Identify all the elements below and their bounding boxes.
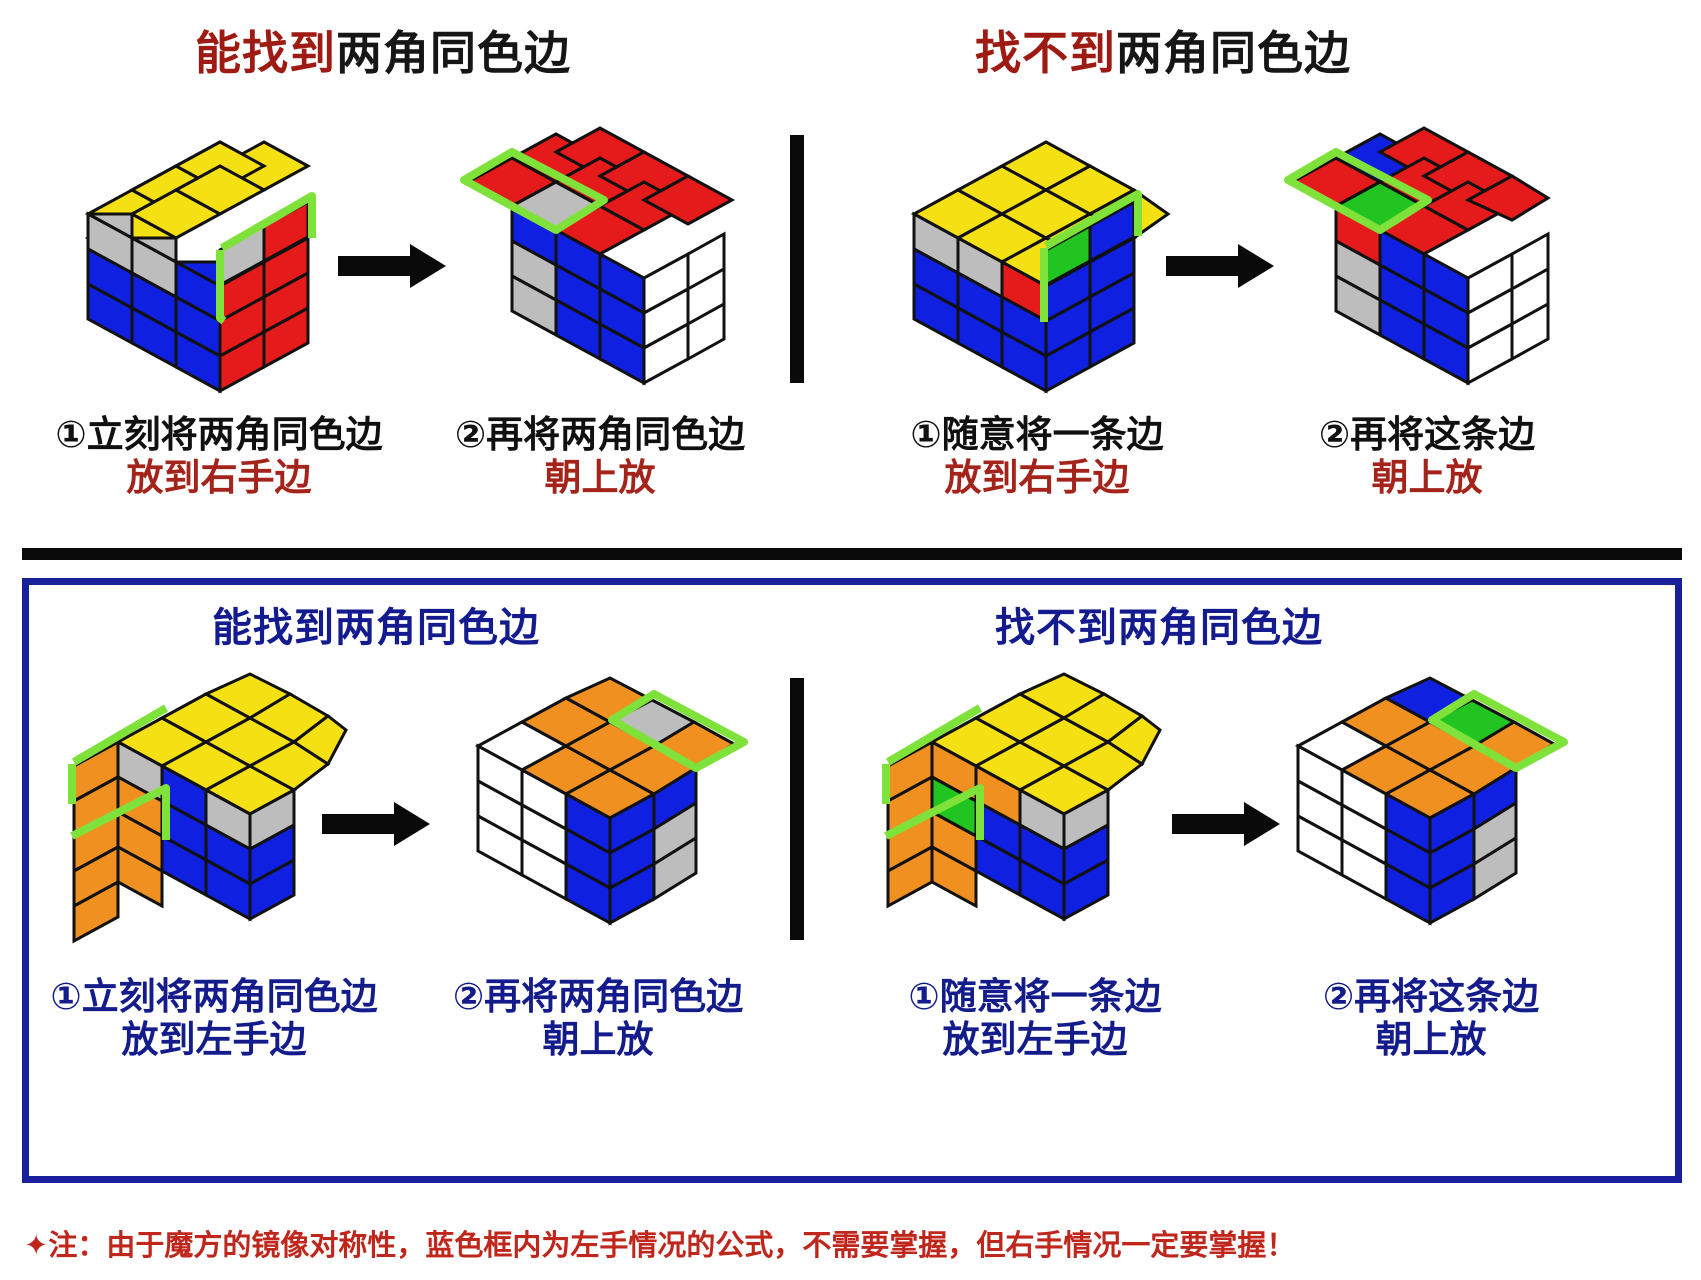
caption-top-2-line1: ②再将两角同色边 — [454, 413, 746, 456]
caption-top-3: ①随意将一条边 放到右手边 — [862, 413, 1212, 500]
top-right-heading-rest: 两角同色边 — [1116, 26, 1351, 80]
section-divider — [22, 548, 1682, 560]
left-hand-box — [22, 578, 1682, 1183]
top-left-heading-rest: 两角同色边 — [336, 26, 571, 80]
caption-bottom-4-line2: 朝上放 — [1375, 1017, 1487, 1061]
top-right-heading-highlight: 找不到 — [975, 26, 1116, 80]
top-left-heading: 能找到两角同色边 — [195, 30, 571, 76]
caption-bottom-3-line2: 放到左手边 — [942, 1017, 1128, 1061]
bottom-center-divider — [790, 678, 804, 940]
caption-bottom-1-line1: ①立刻将两角同色边 — [50, 975, 378, 1018]
cube-r2c4 — [1282, 676, 1572, 961]
bottom-right-heading: 找不到两角同色边 — [995, 605, 1323, 651]
top-center-divider — [790, 135, 804, 383]
caption-bottom-1-line2: 放到左手边 — [121, 1017, 307, 1061]
caption-bottom-4: ②再将这条边 朝上放 — [1266, 975, 1596, 1062]
footer-note: ✦注：由于魔方的镜像对称性，蓝色框内为左手情况的公式，不需要掌握，但右手情况一定… — [24, 1222, 1295, 1264]
footer-note-text: 注：由于魔方的镜像对称性，蓝色框内为左手情况的公式，不需要掌握，但右手情况一定要… — [48, 1228, 1296, 1262]
arrow-top-left — [338, 242, 448, 290]
caption-top-1-line2: 放到右手边 — [126, 455, 312, 499]
arrow-bottom-left — [322, 800, 432, 848]
caption-top-3-line2: 放到右手边 — [944, 455, 1130, 499]
note-bullet-icon: ✦ — [24, 1228, 49, 1262]
cube-r1c3 — [898, 128, 1171, 396]
caption-bottom-1: ①立刻将两角同色边 放到左手边 — [14, 975, 414, 1062]
top-right-heading: 找不到两角同色边 — [975, 30, 1351, 76]
bottom-left-heading: 能找到两角同色边 — [212, 605, 540, 651]
top-left-heading-highlight: 能找到 — [195, 26, 336, 80]
caption-top-1: ①立刻将两角同色边 放到右手边 — [24, 413, 414, 500]
caption-top-4: ②再将这条边 朝上放 — [1262, 413, 1592, 500]
caption-bottom-2-line2: 朝上放 — [542, 1017, 654, 1061]
caption-bottom-2-line1: ②再将两角同色边 — [452, 975, 744, 1018]
cube-r1c2 — [452, 126, 736, 396]
caption-bottom-4-line1: ②再将这条边 — [1322, 975, 1540, 1018]
cube-r2c1 — [58, 672, 348, 960]
caption-top-2-line2: 朝上放 — [544, 455, 656, 499]
cube-r1c1 — [72, 128, 332, 394]
arrow-bottom-right — [1172, 800, 1282, 848]
cube-r1c4 — [1276, 126, 1556, 396]
caption-top-4-line1: ②再将这条边 — [1318, 413, 1536, 456]
cube-r2c2 — [462, 676, 752, 961]
caption-top-1-line1: ①立刻将两角同色边 — [55, 413, 383, 456]
caption-top-4-line2: 朝上放 — [1371, 455, 1483, 499]
caption-bottom-3: ①随意将一条边 放到左手边 — [860, 975, 1210, 1062]
cube-r2c3 — [872, 672, 1162, 960]
caption-top-2: ②再将两角同色边 朝上放 — [420, 413, 780, 500]
arrow-top-right — [1166, 242, 1276, 290]
caption-bottom-3-line1: ①随意将一条边 — [908, 975, 1162, 1018]
caption-top-3-line1: ①随意将一条边 — [910, 413, 1164, 456]
caption-bottom-2: ②再将两角同色边 朝上放 — [418, 975, 778, 1062]
